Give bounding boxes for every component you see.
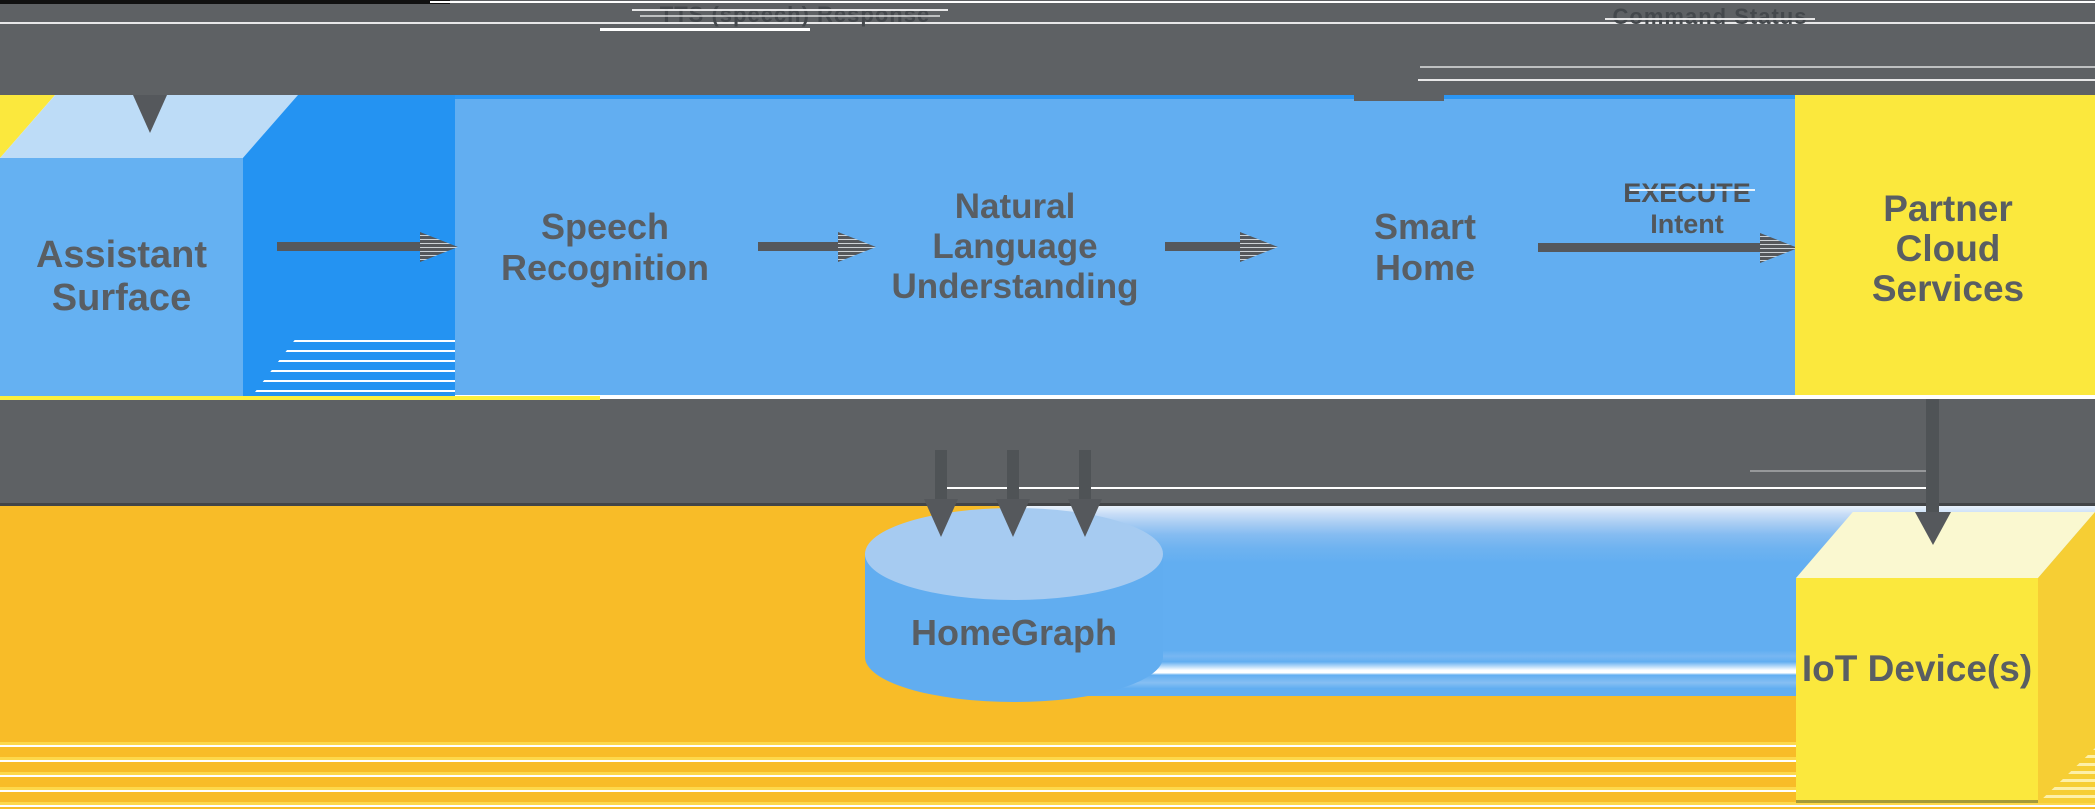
homegraph-label: HomeGraph [910, 612, 1118, 653]
arrow-smarthome-to-partner [1538, 243, 1762, 252]
nlu-label: Natural Language Understanding [891, 187, 1139, 306]
white-underline-glitch [600, 396, 905, 398]
down-arrow-shaft-icon [1079, 450, 1091, 502]
node-assistant-surface: Assistant Surface [0, 158, 243, 396]
glitch-line [1630, 189, 1755, 191]
band-bottom-edge [0, 503, 2095, 506]
down-arrow-shaft-icon [1007, 450, 1019, 502]
glitch-line [0, 22, 2095, 24]
arrow-nlu-to-smarthome [1165, 242, 1242, 251]
execute-intent-label-line2: Intent [1650, 209, 1724, 239]
glitch-line [1750, 470, 1932, 472]
smart-home-label: Smart Home [1373, 206, 1477, 288]
glitch-line [935, 487, 1935, 489]
glitch-line [600, 28, 810, 31]
iot-box-top-face [1796, 512, 2095, 578]
ground-stripes-glitch [0, 735, 2095, 809]
tts-response-label: TTS (speech) Response [659, 2, 931, 27]
partner-cloud-services-label: Partner Cloud Services [1871, 188, 2025, 309]
glitch-line [1418, 79, 2095, 81]
down-arrow-shaft-icon [935, 450, 947, 502]
band-tab-glitch [1354, 95, 1444, 101]
assistant-surface-label: Assistant Surface [35, 234, 208, 319]
middle-band [0, 399, 2095, 506]
command-status-label: Command Status [1612, 4, 1808, 29]
glitch-line [1605, 18, 1815, 20]
glitch-line [640, 15, 940, 17]
top-return-band: TTS (speech) Response Command Status [0, 0, 2095, 95]
yellow-underline-glitch [0, 396, 600, 400]
iot-devices-label: IoT Device(s) [1801, 648, 2033, 689]
arrow-speech-to-nlu [758, 242, 840, 251]
down-arrow-shaft-icon [1926, 399, 1939, 514]
iot-box-bottom-edge [1796, 800, 2038, 803]
node-iot-devices: IoT Device(s) [1796, 578, 2038, 803]
execute-intent-label-line1: EXECUTE [1623, 178, 1751, 208]
arrow-assistant-to-speech [277, 242, 422, 251]
pipeline-box-top-edge [455, 95, 1795, 99]
speech-recognition-label: Speech Recognition [501, 206, 709, 288]
glitch-line [430, 1, 2095, 3]
glitch-line [632, 9, 948, 11]
glitch-line [1420, 66, 2095, 68]
node-partner-cloud-services: Partner Cloud Services [1795, 95, 2095, 395]
glitch-line [0, 0, 450, 4]
